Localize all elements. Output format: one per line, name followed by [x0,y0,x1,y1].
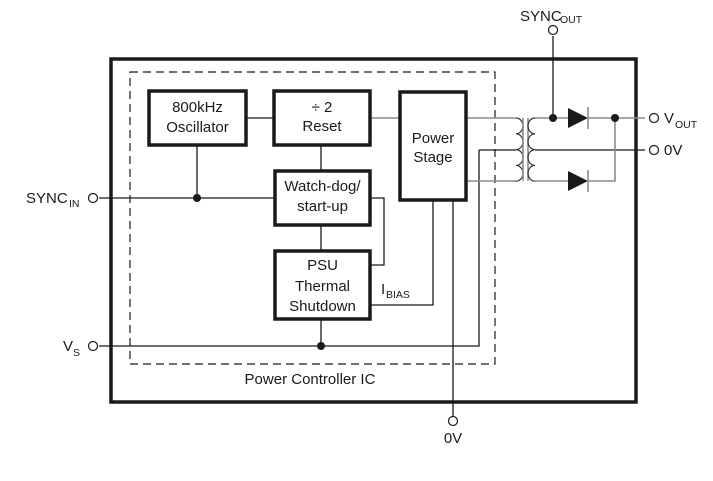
vs-terminal: V S [63,338,99,359]
watchdog-label-2: start-up [297,198,348,215]
terminal-circle-icon [648,144,660,156]
psu-block: PSU Thermal Shutdown [273,249,372,321]
transformer [515,117,536,182]
junction-dot [611,114,619,122]
oscillator-block: 800kHz Oscillator [147,89,248,147]
ibias-label: I BIAS [381,281,410,301]
zero-v-bottom-label: 0V [444,430,462,447]
power-stage-block: Power Stage [398,90,468,202]
zero-v-bottom-terminal: 0V [444,415,462,447]
zero-v-right-label: 0V [664,142,682,159]
junction-dot [317,342,325,350]
vout-main: V [664,110,674,127]
sync-in-sub: IN [69,198,80,210]
ibias-wire [370,200,434,306]
terminal-circle-icon [648,112,660,124]
diode-icon [568,171,588,191]
watchdog-label-1: Watch-dog/ [284,178,361,195]
divider-label-1: ÷ 2 [312,99,333,116]
vs-wire [99,150,480,347]
divider-label-2: Reset [302,118,342,135]
module-outline [109,57,638,404]
ibias-sub: BIAS [386,289,410,301]
vs-sub: S [73,347,80,359]
ic-title: Power Controller IC [245,371,376,388]
primary-winding-icon [515,117,524,182]
sync-in-main: SYNC [26,190,68,207]
junction-dot [193,194,201,202]
oscillator-label-2: Oscillator [166,119,229,136]
oscillator-label-1: 800kHz [172,99,223,116]
wires [99,36,645,416]
ibias-main: I [381,281,385,298]
diode-top [568,107,589,129]
diode2-return-wire [588,118,616,182]
watchdog-block: Watch-dog/ start-up [273,169,372,227]
terminal-circle-icon [447,415,459,427]
psu-label-2: Thermal [295,278,350,295]
junction-dot [549,114,557,122]
terminal-circle-icon [547,24,559,36]
terminal-circle-icon [87,192,99,204]
sync-out-sub: OUT [560,14,583,26]
psu-label-3: Shutdown [289,298,356,315]
divider-block: ÷ 2 Reset [272,89,372,147]
diode-bottom [568,170,589,192]
terminal-circle-icon [87,340,99,352]
power-stage-label-1: Power [412,130,455,147]
zero-v-right-terminal: 0V [648,142,682,159]
sync-in-terminal: SYNC IN [26,190,99,210]
vs-main: V [63,338,73,355]
power-wires [370,117,645,182]
secondary-winding-icon [527,117,536,182]
sync-out-main: SYNC [520,8,562,25]
vout-terminal: V OUT [648,110,698,131]
watchdog-psu-loop-wire [370,197,385,266]
power-stage-label-2: Stage [413,149,452,166]
psu-label-1: PSU [307,257,338,274]
vout-sub: OUT [675,119,698,131]
sync-out-terminal: SYNC OUT [520,8,583,36]
ic-boundary [129,71,496,365]
diode-icon [568,108,588,128]
